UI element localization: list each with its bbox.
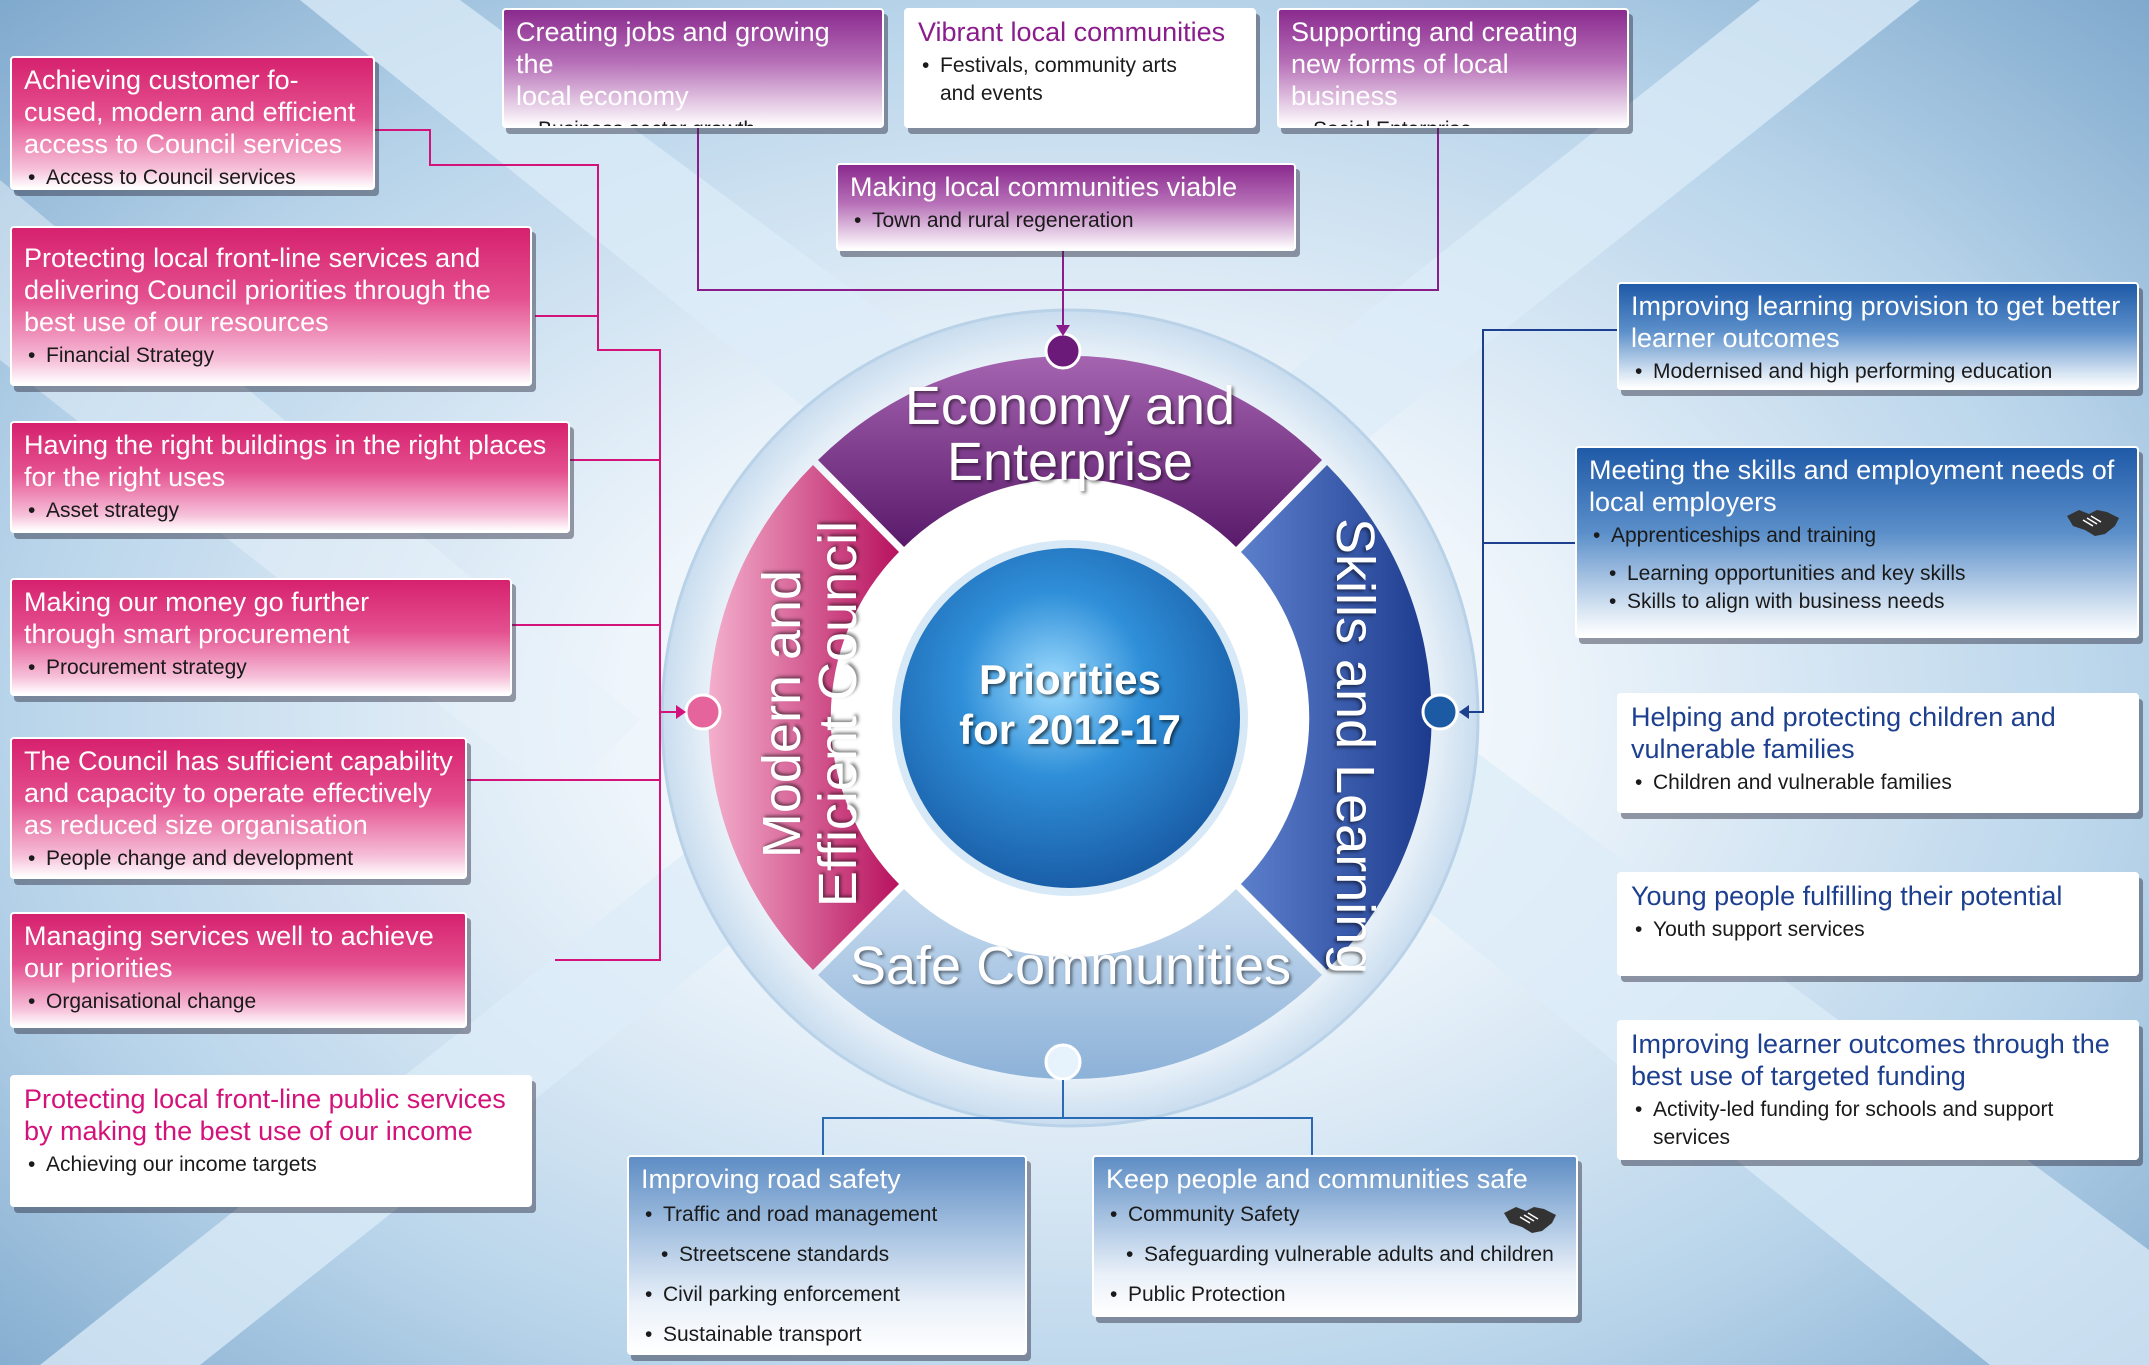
bullet-item: Learning opportunities and key skills <box>1589 560 2127 588</box>
handshake-icon <box>1504 1207 1556 1233</box>
box-title: Making local communities viable <box>850 172 1238 202</box>
bullet-item: Activity-led funding for schools and sup… <box>1631 1096 2127 1152</box>
box-title: Improving learner outcomes through the b… <box>1631 1029 2110 1091</box>
box-title: Creating jobs and growing the local econ… <box>516 17 830 111</box>
box-title: Achieving customer fo- cused, modern and… <box>24 65 356 159</box>
bullet-item: Civil parking enforcement <box>641 1275 1015 1315</box>
box-title: Keep people and communities safe <box>1106 1164 1528 1194</box>
box-title: Meeting the skills and employment needs … <box>1589 455 2115 517</box>
box-title: Improving learning provision to get bett… <box>1631 291 2121 353</box>
segment-skills-label: Skills and Learning <box>1325 518 1385 975</box>
bullet-item: Organisational change <box>24 988 455 1016</box>
bullet-item: Town and rural regeneration <box>850 207 1284 235</box>
top-box-2: Vibrant local communities Festivals, com… <box>904 8 1256 128</box>
box-title: Having the right buildings in the right … <box>24 430 547 492</box>
box-title: Protecting local front-line services and… <box>24 243 491 337</box>
left-box-5: The Council has sufficient capability an… <box>10 737 467 879</box>
box-title: Supporting and creating new forms of loc… <box>1291 17 1578 111</box>
box-title: Improving road safety <box>641 1164 901 1194</box>
bullet-item: Achieving our income targets <box>24 1151 520 1179</box>
bullet-item: Procurement strategy <box>24 654 500 682</box>
right-box-4: Young people fulfilling their potential … <box>1617 872 2139 976</box>
bottom-box-2: Keep people and communities safe Communi… <box>1092 1155 1578 1317</box>
bullet-item: Community Safety <box>1106 1195 1566 1235</box>
bullet-item: Public Protection <box>1106 1275 1566 1315</box>
left-box-1: Achieving customer fo- cused, modern and… <box>10 56 375 190</box>
bullet-item: People change and development <box>24 845 455 873</box>
box-title: Making our money go further through smar… <box>24 587 370 649</box>
bullet-item: Apprenticeships and training <box>1589 522 2127 550</box>
segment-safe-label: Safe Communities <box>850 936 1292 996</box>
box-title: Helping and protecting children and vuln… <box>1631 702 2056 764</box>
bullet-item: Streetscene standards <box>641 1235 1015 1275</box>
top-box-4: Making local communities viable Town and… <box>836 163 1296 251</box>
bottom-box-1: Improving road safety Traffic and road m… <box>627 1155 1027 1355</box>
bullet-item: Business sector growth <box>516 116 872 126</box>
top-box-3: Supporting and creating new forms of loc… <box>1277 8 1629 128</box>
bullet-item: Modernised and high performing education <box>1631 358 2127 386</box>
left-box-2: Protecting local front-line services and… <box>10 226 532 386</box>
bullet-item: Safeguarding vulnerable adults and child… <box>1106 1235 1566 1275</box>
right-box-3: Helping and protecting children and vuln… <box>1617 693 2139 813</box>
box-title: Managing services well to achieve our pr… <box>24 921 434 983</box>
box-title: The Council has sufficient capability an… <box>24 746 453 840</box>
box-title: Protecting local front-line public servi… <box>24 1084 506 1146</box>
bullet-item: Social Enterprise <box>1291 116 1617 126</box>
box-title: Vibrant local communities <box>918 17 1226 47</box>
right-box-2: Meeting the skills and employment needs … <box>1575 446 2139 638</box>
bullet-item: Festivals, community arts and events <box>918 52 1244 108</box>
bullet-item: Youth support services <box>1631 916 2127 944</box>
left-box-4: Making our money go further through smar… <box>10 578 512 696</box>
left-box-3: Having the right buildings in the right … <box>10 421 570 533</box>
bullet-item: Access to Council services <box>24 164 363 188</box>
bullet-item: Children and vulnerable families <box>1631 769 2127 797</box>
bullet-item: Asset strategy <box>24 497 558 525</box>
bullet-item: Sustainable transport <box>641 1315 1015 1353</box>
left-box-6: Managing services well to achieve our pr… <box>10 912 467 1028</box>
handshake-icon <box>2067 510 2119 536</box>
right-box-5: Improving learner outcomes through the b… <box>1617 1020 2139 1160</box>
box-title: Young people fulfilling their potential <box>1631 881 2063 911</box>
top-box-1: Creating jobs and growing the local econ… <box>502 8 884 128</box>
bullet-item: Financial Strategy <box>24 342 520 370</box>
right-box-1: Improving learning provision to get bett… <box>1617 282 2139 390</box>
bullet-item: Skills to align with business needs <box>1589 588 2127 616</box>
bullet-item: Traffic and road management <box>641 1195 1015 1235</box>
left-box-7: Protecting local front-line public servi… <box>10 1075 532 1207</box>
